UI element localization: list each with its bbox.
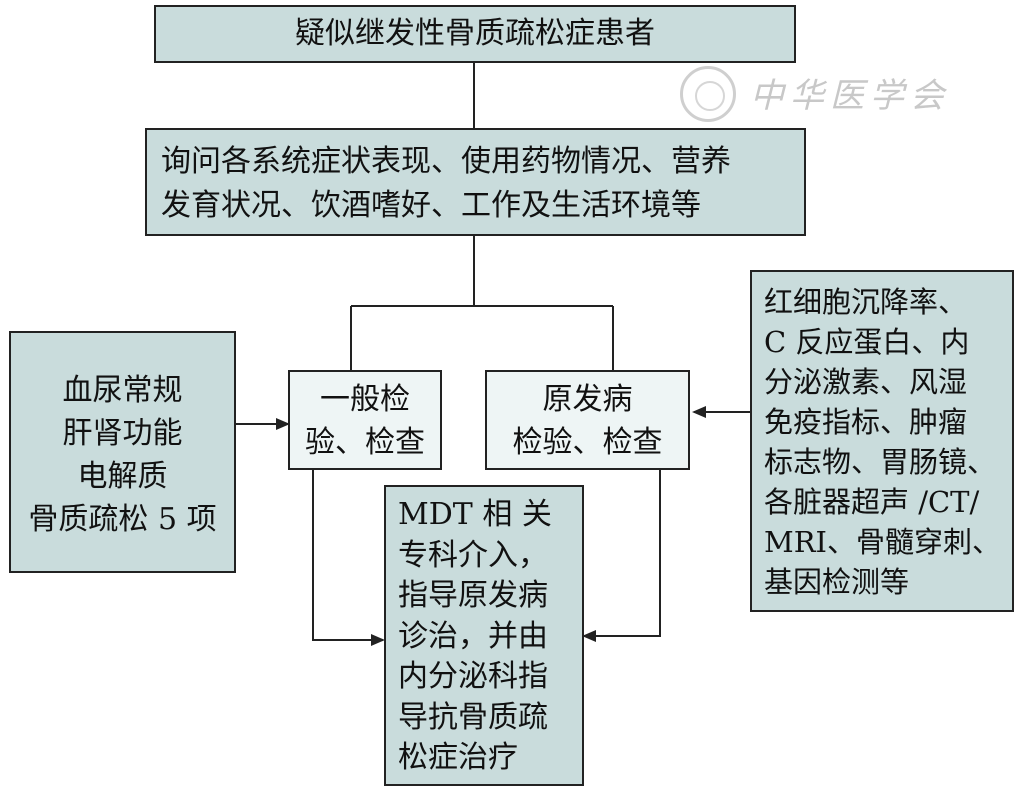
arrow-general-to-mdt <box>312 470 385 646</box>
node-history-inquiry-label: 询问各系统症状表现、使用药物情况、营养 发育状况、饮酒嗜好、工作及生活环境等 <box>161 144 731 223</box>
node-general-exam: 一般检 验、检查 <box>288 370 442 470</box>
node-primary-disease-exam-label: 原发病 检验、检查 <box>512 382 663 460</box>
node-basic-lab-tests: 血尿常规 肝肾功能 电解质 骨质疏松 5 项 <box>9 331 236 573</box>
node-specialized-tests: 红细胞沉降率、 C 反应蛋白、内 分泌激素、风湿 免疫指标、肿瘤 标志物、胃肠镜… <box>750 270 1014 612</box>
node-specialized-tests-label: 红细胞沉降率、 C 反应蛋白、内 分泌激素、风湿 免疫指标、肿瘤 标志物、胃肠镜… <box>764 285 1001 599</box>
node-suspected-patient-label: 疑似继发性骨质疏松症患者 <box>295 16 655 51</box>
node-history-inquiry: 询问各系统症状表现、使用药物情况、营养 发育状况、饮酒嗜好、工作及生活环境等 <box>145 128 806 236</box>
arrow-primary-to-mdt <box>582 470 661 642</box>
watermark: 中华医学会 <box>680 66 980 126</box>
node-general-exam-label: 一般检 验、检查 <box>305 382 425 460</box>
society-seal-icon <box>680 66 736 122</box>
node-basic-lab-tests-label: 血尿常规 肝肾功能 电解质 骨质疏松 5 项 <box>28 373 217 537</box>
node-primary-disease-exam: 原发病 检验、检查 <box>485 370 690 470</box>
node-mdt-treatment-label: MDT 相 关 专科介入， 指导原发病 诊治，并由 内分泌科指 导抗骨质疏 松症… <box>398 497 552 775</box>
watermark-text: 中华医学会 <box>750 76 950 116</box>
node-mdt-treatment: MDT 相 关 专科介入， 指导原发病 诊治，并由 内分泌科指 导抗骨质疏 松症… <box>384 485 584 786</box>
node-suspected-patient: 疑似继发性骨质疏松症患者 <box>154 5 796 63</box>
